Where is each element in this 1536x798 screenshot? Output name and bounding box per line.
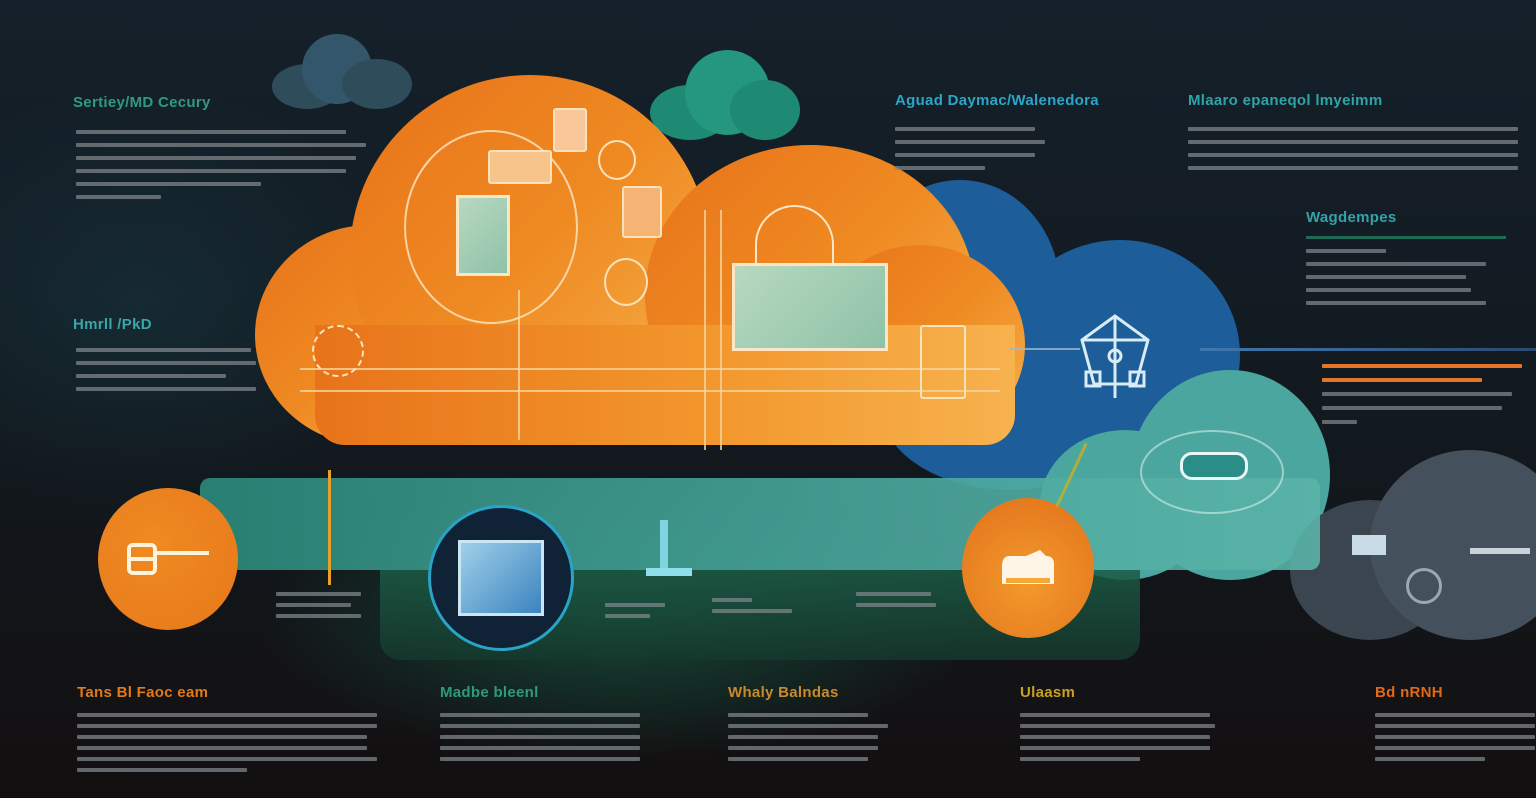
text-block-right-panel: [1306, 249, 1486, 305]
divider: [1306, 236, 1506, 239]
pin-icon-cross: [646, 568, 692, 576]
document-icon: [488, 150, 552, 184]
text-block-top-left: [76, 130, 366, 199]
arch-icon: [755, 205, 834, 277]
text-block-top-center-right: [895, 127, 1045, 170]
bottom-text-3: [728, 713, 888, 761]
bottom-heading-5: Bd nRNH: [1375, 684, 1443, 701]
text-block-mid-left: [76, 348, 256, 391]
small-label-4: [856, 592, 936, 607]
connector-line-right: [1200, 348, 1536, 351]
chart-icon: [1352, 535, 1386, 555]
code-panel-icon: [732, 263, 888, 351]
stat-text-icon: [1470, 548, 1530, 584]
monitor-icon: [458, 540, 544, 616]
right-orange-node[interactable]: [962, 498, 1094, 638]
cloud-icon: [1002, 550, 1054, 584]
circuit-line: [518, 290, 520, 440]
bottom-heading-4: Ulaasm: [1020, 684, 1076, 701]
toggle-icon-pill: [1180, 452, 1248, 480]
pin-icon: [660, 520, 668, 575]
heading-top-center-right: Aguad Daymac/Walenedora: [895, 92, 1099, 109]
bottom-heading-3: Whaly Balndas: [728, 684, 839, 701]
circuit-line: [720, 210, 722, 450]
gear-icon: [598, 140, 636, 180]
monitor-icon: [456, 195, 510, 276]
server-icon: [920, 325, 966, 399]
lightbulb-icon: [604, 258, 648, 306]
connector-dot: [328, 470, 331, 585]
circuit-line: [704, 210, 706, 450]
small-label-1: [276, 592, 361, 618]
bottom-heading-1: Tans Bl Faoc eam: [77, 684, 209, 701]
dark-monitor-node[interactable]: [428, 505, 574, 651]
left-orange-node[interactable]: [98, 488, 238, 630]
gray-cloud: [1290, 450, 1536, 640]
heading-top-left: Sertiey/MD Cecury: [73, 94, 211, 111]
small-cloud-top-left: [272, 34, 412, 109]
bottom-text-5: [1375, 713, 1535, 761]
circuit-line: [300, 368, 1000, 370]
bottom-text-1: [77, 713, 377, 772]
connector-line: [1010, 348, 1080, 350]
heading-top-right: Mlaaro epaneqol lmyeimm: [1188, 92, 1383, 109]
speech-bubble-icon: [553, 108, 587, 152]
text-block-top-right: [1188, 127, 1518, 170]
bottom-text-2: [440, 713, 640, 761]
globe-icon: [1406, 568, 1442, 604]
heading-mid-left: Hmrll /PkD: [73, 316, 152, 333]
network-hub-icon: [1072, 310, 1158, 402]
teal-band: [200, 478, 1320, 570]
hand-pointer-icon: [127, 543, 209, 575]
bottom-text-4: [1020, 713, 1215, 761]
settings-cog-icon: [312, 325, 364, 377]
loop-ring-icon: [404, 130, 578, 324]
file-icon: [622, 186, 662, 238]
teal-cloud-top: [650, 50, 800, 140]
circuit-line: [300, 390, 1000, 392]
bottom-heading-2: Madbe bleenl: [440, 684, 539, 701]
small-label-2: [605, 603, 665, 618]
toggle-icon: [1140, 430, 1284, 514]
heading-right-panel: Wagdempes: [1306, 209, 1397, 226]
text-block-right-highlight: [1322, 364, 1522, 424]
small-label-3: [712, 598, 792, 613]
